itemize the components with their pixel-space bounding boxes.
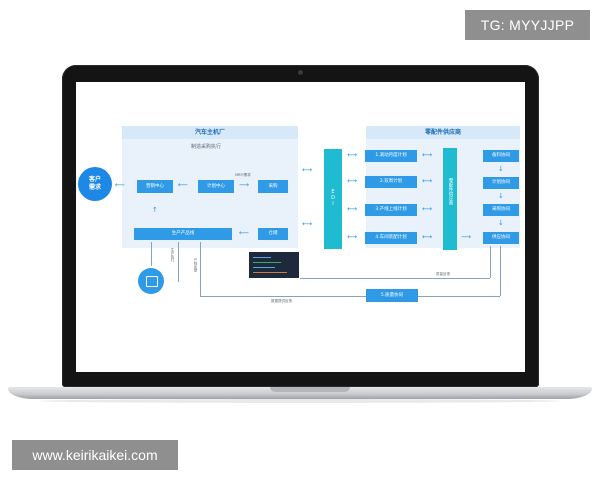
plan-item-2[interactable]: 2.双周计划 — [365, 176, 417, 188]
watermark-bottom: www.keirikaikei.com — [12, 440, 178, 470]
left-vertical-label: 生产执行 — [171, 248, 175, 262]
plan-center-box[interactable]: 计划中心 — [198, 180, 234, 193]
supplier-item-1[interactable]: 备料协同 — [483, 150, 519, 162]
production-line-box[interactable]: 生产产品线 — [134, 228, 232, 240]
watermark-top: TG: MYYJJPP — [465, 10, 590, 40]
arrow-right-icon: ⟶ — [461, 233, 472, 241]
arrow-both-icon: ⟷ — [347, 177, 358, 185]
connector-line — [151, 242, 152, 266]
arrow-down-icon: ↓ — [498, 192, 504, 200]
supplier-item-2[interactable]: 计划协同 — [483, 177, 519, 189]
trackpad-notch — [270, 387, 350, 392]
arrow-up-icon: ↑ — [152, 206, 158, 214]
arrow-both-icon: ⟷ — [347, 151, 358, 159]
edi-bar[interactable]: EDI — [324, 149, 342, 249]
plan-item-1[interactable]: 1.滚动月度计划 — [365, 150, 417, 162]
customer-line-1: 客户 — [88, 176, 101, 183]
supplier-item-4[interactable]: 供应协同 — [483, 232, 519, 244]
arrow-left-icon: ⟵ — [178, 181, 189, 189]
chart-icon — [146, 276, 158, 287]
quality-sync-box[interactable]: 5.质量协同 — [366, 289, 418, 302]
connector-line — [300, 278, 490, 279]
oem-subtitle: 制造采购执行 — [191, 144, 222, 150]
arrow-both-icon: ⟷ — [422, 177, 433, 185]
supplier-item-3[interactable]: 采购协同 — [483, 204, 519, 216]
laptop-base — [8, 387, 592, 399]
supplier-hub-label: 零配件供应商 — [448, 178, 453, 205]
laptop-lid: 汽车主机厂 制造采购执行 零配件供应商 客户 需求 营销中心 计划中心 采购 生… — [62, 65, 539, 387]
arrow-both-icon: ⟷ — [302, 220, 313, 228]
to-purchase-label: MRP/需求 — [235, 173, 251, 177]
arrow-both-icon: ⟷ — [422, 233, 433, 241]
plan-item-4[interactable]: 4.车间装配计划 — [365, 232, 417, 244]
sales-center-box[interactable]: 营销中心 — [137, 180, 173, 193]
bottom-line-label: 数据提供反馈 — [271, 299, 292, 303]
dashboard-thumbnail — [249, 252, 299, 278]
connector-line — [490, 246, 491, 278]
arrow-both-icon: ⟷ — [347, 205, 358, 213]
supplier-title: 零配件供应商 — [366, 126, 520, 139]
arrow-both-icon: ⟷ — [347, 233, 358, 241]
connector-line — [178, 242, 179, 282]
plan-item-3[interactable]: 3.产线上线计划 — [365, 204, 417, 216]
connector-line — [500, 246, 501, 296]
connector-line — [200, 296, 500, 297]
arrow-both-icon: ⟷ — [302, 166, 313, 174]
camera-icon — [298, 70, 303, 75]
flow-diagram: 汽车主机厂 制造采购执行 零配件供应商 客户 需求 营销中心 计划中心 采购 生… — [76, 82, 525, 372]
connector-line — [200, 242, 201, 296]
oem-title: 汽车主机厂 — [122, 126, 298, 139]
arrow-left-icon: ⟵ — [239, 229, 250, 237]
arrow-down-icon: ↓ — [498, 165, 504, 173]
purchase-box[interactable]: 采购 — [258, 180, 288, 193]
customer-node[interactable]: 客户 需求 — [78, 167, 112, 201]
report-node[interactable] — [138, 268, 164, 294]
arrow-both-icon: ⟷ — [422, 205, 433, 213]
laptop-screen: 汽车主机厂 制造采购执行 零配件供应商 客户 需求 营销中心 计划中心 采购 生… — [76, 82, 525, 372]
arrow-down-icon: ↓ — [498, 219, 504, 227]
edi-label: EDI — [330, 189, 336, 207]
arrow-both-icon: ⟷ — [422, 151, 433, 159]
supplier-hub-bar[interactable]: 零配件供应商 — [443, 148, 457, 250]
logistics-box[interactable]: 仓储 — [258, 228, 288, 240]
arrow-right-icon: ⟶ — [239, 181, 250, 189]
arrow-left-icon: ⟵ — [115, 181, 126, 189]
right-feedback-label: 质量反馈 — [436, 272, 450, 276]
mid-vertical-label: 产线反馈 — [194, 258, 198, 272]
laptop-shadow — [40, 399, 560, 403]
customer-line-2: 需求 — [88, 184, 101, 191]
